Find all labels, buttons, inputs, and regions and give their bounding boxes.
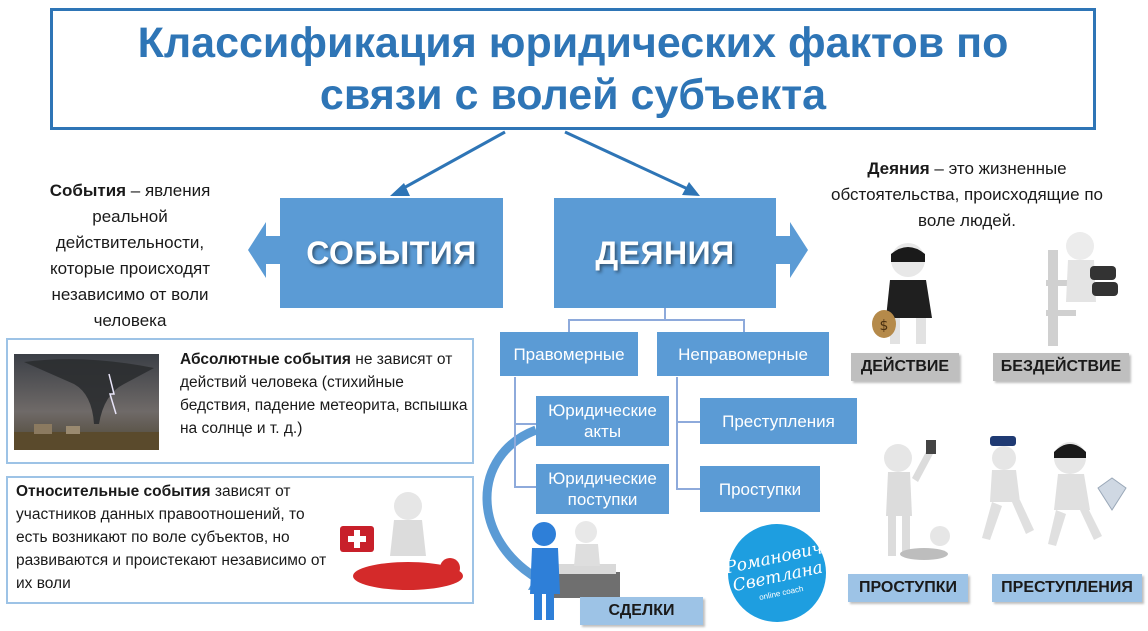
page-title: Классификация юридических фактов по связ… [137,19,1009,119]
connector-line [514,486,536,488]
svg-text:$: $ [880,318,889,334]
absolute-events-text: Абсолютные события не зависят от действи… [180,348,470,440]
connector-line [676,421,700,423]
absolute-events-term: Абсолютные события [180,351,351,368]
lawful-label: Правомерные [513,344,625,364]
connector-line [514,423,536,425]
misdemeanors-label: Проступки [718,479,802,499]
deals-label-text: СДЕЛКИ [608,602,675,619]
events-definition: События – явления реальной действительно… [22,178,238,334]
deals-label: СДЕЛКИ [580,597,703,625]
title-box: Классификация юридических фактов по связ… [50,8,1096,130]
deal-meeting-image [530,521,620,620]
connector-line [664,308,666,320]
crimes-label: Преступления [722,411,835,431]
action-label: ДЕЙСТВИЕ [851,353,959,381]
connector-line [514,377,516,487]
deeds-definition-text: – это жизненные обстоятельства, происход… [831,159,1103,230]
inaction-label-text: БЕЗДЕЙСТВИЕ [1000,358,1122,375]
crimes-image-label-text: ПРЕСТУПЛЕНИЯ [1001,579,1133,596]
absolute-events-box: Абсолютные события не зависят от действи… [6,338,474,464]
deeds-label: ДЕЯНИЯ [595,234,735,271]
crimes-box: Преступления [700,398,857,444]
action-label-text: ДЕЙСТВИЕ [860,358,950,375]
misdemeanor-figure-image [884,440,950,560]
tornado-image [14,354,159,450]
relative-events-description: зависят от участников данных правоотноше… [16,483,327,592]
deeds-definition: Деяния – это жизненные обстоятельства, п… [812,156,1122,234]
unlawful-label: Неправомерные [678,344,808,364]
unlawful-box: Неправомерные [657,332,829,376]
legal-deeds-label: Юридические поступки [548,469,657,509]
relative-events-box: Относительные события зависят от участни… [6,476,474,604]
relative-events-term: Относительные события [16,483,211,500]
misdemeanors-box: Проступки [700,466,820,512]
lawful-box: Правомерные [500,332,638,376]
deeds-box: ДЕЯНИЯ [554,198,776,308]
deeds-definition-term: Деяния [867,159,930,178]
relative-events-text: Относительные события зависят от участни… [16,480,328,595]
binoculars-figure-image [1046,232,1118,346]
crimes-image-label: ПРЕСТУПЛЕНИЯ [992,574,1142,602]
thief-figure-image: $ [872,243,932,344]
crime-chase-image [982,436,1127,546]
misdemeanors-image-label: ПРОСТУПКИ [848,574,968,602]
first-aid-image [340,492,463,590]
legal-acts-label: Юридические акты [548,401,657,441]
connector-line [676,377,678,489]
events-definition-term: События [49,181,127,200]
events-label: СОБЫТИЯ [306,234,477,271]
misdemeanors-image-label-text: ПРОСТУПКИ [858,579,958,596]
inaction-label: БЕЗДЕЙСТВИЕ [993,353,1129,381]
events-definition-text: – явления реальной действительности, кот… [49,181,211,330]
connector-line [743,319,745,333]
events-box: СОБЫТИЯ [280,198,503,308]
legal-deeds-box: Юридические поступки [536,464,669,514]
absolute-events-description: не зависят от действий человека (стихийн… [180,351,468,437]
connector-line [568,319,744,321]
connector-line [676,488,700,490]
connector-line [568,319,570,333]
legal-acts-box: Юридические акты [536,396,669,446]
